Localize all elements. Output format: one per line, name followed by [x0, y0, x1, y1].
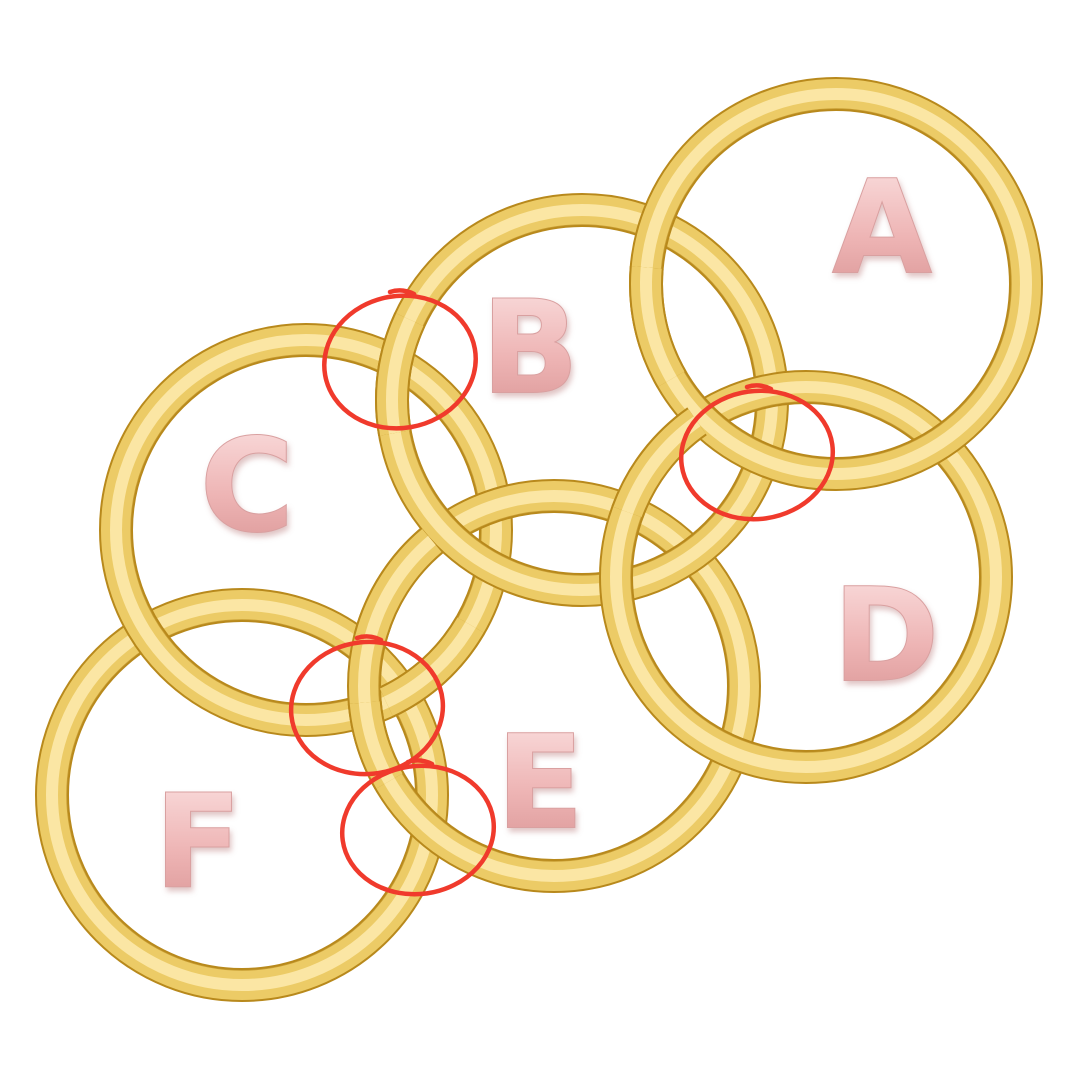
marker-a-d: [678, 388, 836, 522]
marker-b-c-tail: [387, 288, 417, 297]
rings-layer: [35, 77, 1043, 1002]
marker-a-d-tail: [744, 383, 774, 392]
marker-b-c: [322, 293, 478, 431]
letters-layer: A B C D E F: [153, 153, 940, 918]
ring-label-f: F: [154, 768, 241, 917]
ring-e: [347, 479, 761, 893]
marker-e-f-tail: [405, 758, 435, 767]
ring-label-c: C: [200, 412, 294, 561]
markers-layer: [288, 288, 836, 897]
ring-overlap-3: [378, 616, 486, 718]
ring-overlap-1: [629, 265, 687, 388]
ring-label-e: E: [496, 709, 583, 858]
marker-c-e-f: [288, 639, 446, 777]
ring-c: [99, 323, 513, 737]
marker-e-f: [339, 763, 497, 897]
ring-overlap-0: [375, 312, 426, 436]
ring-label-b: B: [481, 274, 579, 423]
marker-c-e-f-tail: [354, 634, 384, 643]
ring-label-a: A: [832, 154, 931, 303]
ring-label-d: D: [833, 562, 939, 711]
ring-d: [599, 370, 1013, 784]
ring-f: [35, 588, 449, 1002]
ring-overlap-2: [354, 527, 444, 642]
